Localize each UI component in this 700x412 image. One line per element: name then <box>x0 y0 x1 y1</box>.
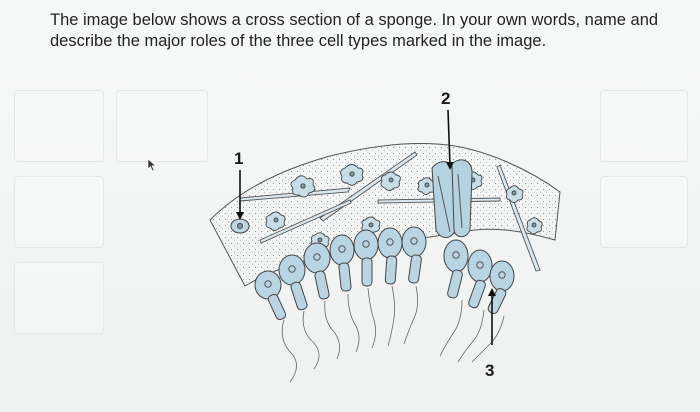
question-text: The image below shows a cross section of… <box>50 11 659 50</box>
sponge-cross-section-diagram: 1 2 3 <box>209 89 561 383</box>
label-1-marker: 1 <box>234 149 244 220</box>
amoebocytes <box>265 164 543 250</box>
background-panel <box>116 90 208 162</box>
background-panel <box>14 262 104 334</box>
label-2-marker: 2 <box>441 89 454 170</box>
background-panel <box>14 176 104 248</box>
label-2: 2 <box>441 89 450 108</box>
choanocyte-nuclei <box>264 237 506 288</box>
background-panel <box>14 90 104 162</box>
choanocytes <box>254 226 515 321</box>
cell-1 <box>230 218 250 234</box>
flagella <box>281 285 505 383</box>
label-1: 1 <box>234 149 243 168</box>
label-3-marker: 3 <box>485 288 496 380</box>
label-3: 3 <box>485 361 494 380</box>
background-panel <box>600 176 688 248</box>
mouse-pointer-icon <box>146 158 158 177</box>
background-panel <box>600 90 688 162</box>
porocytes <box>431 159 473 238</box>
